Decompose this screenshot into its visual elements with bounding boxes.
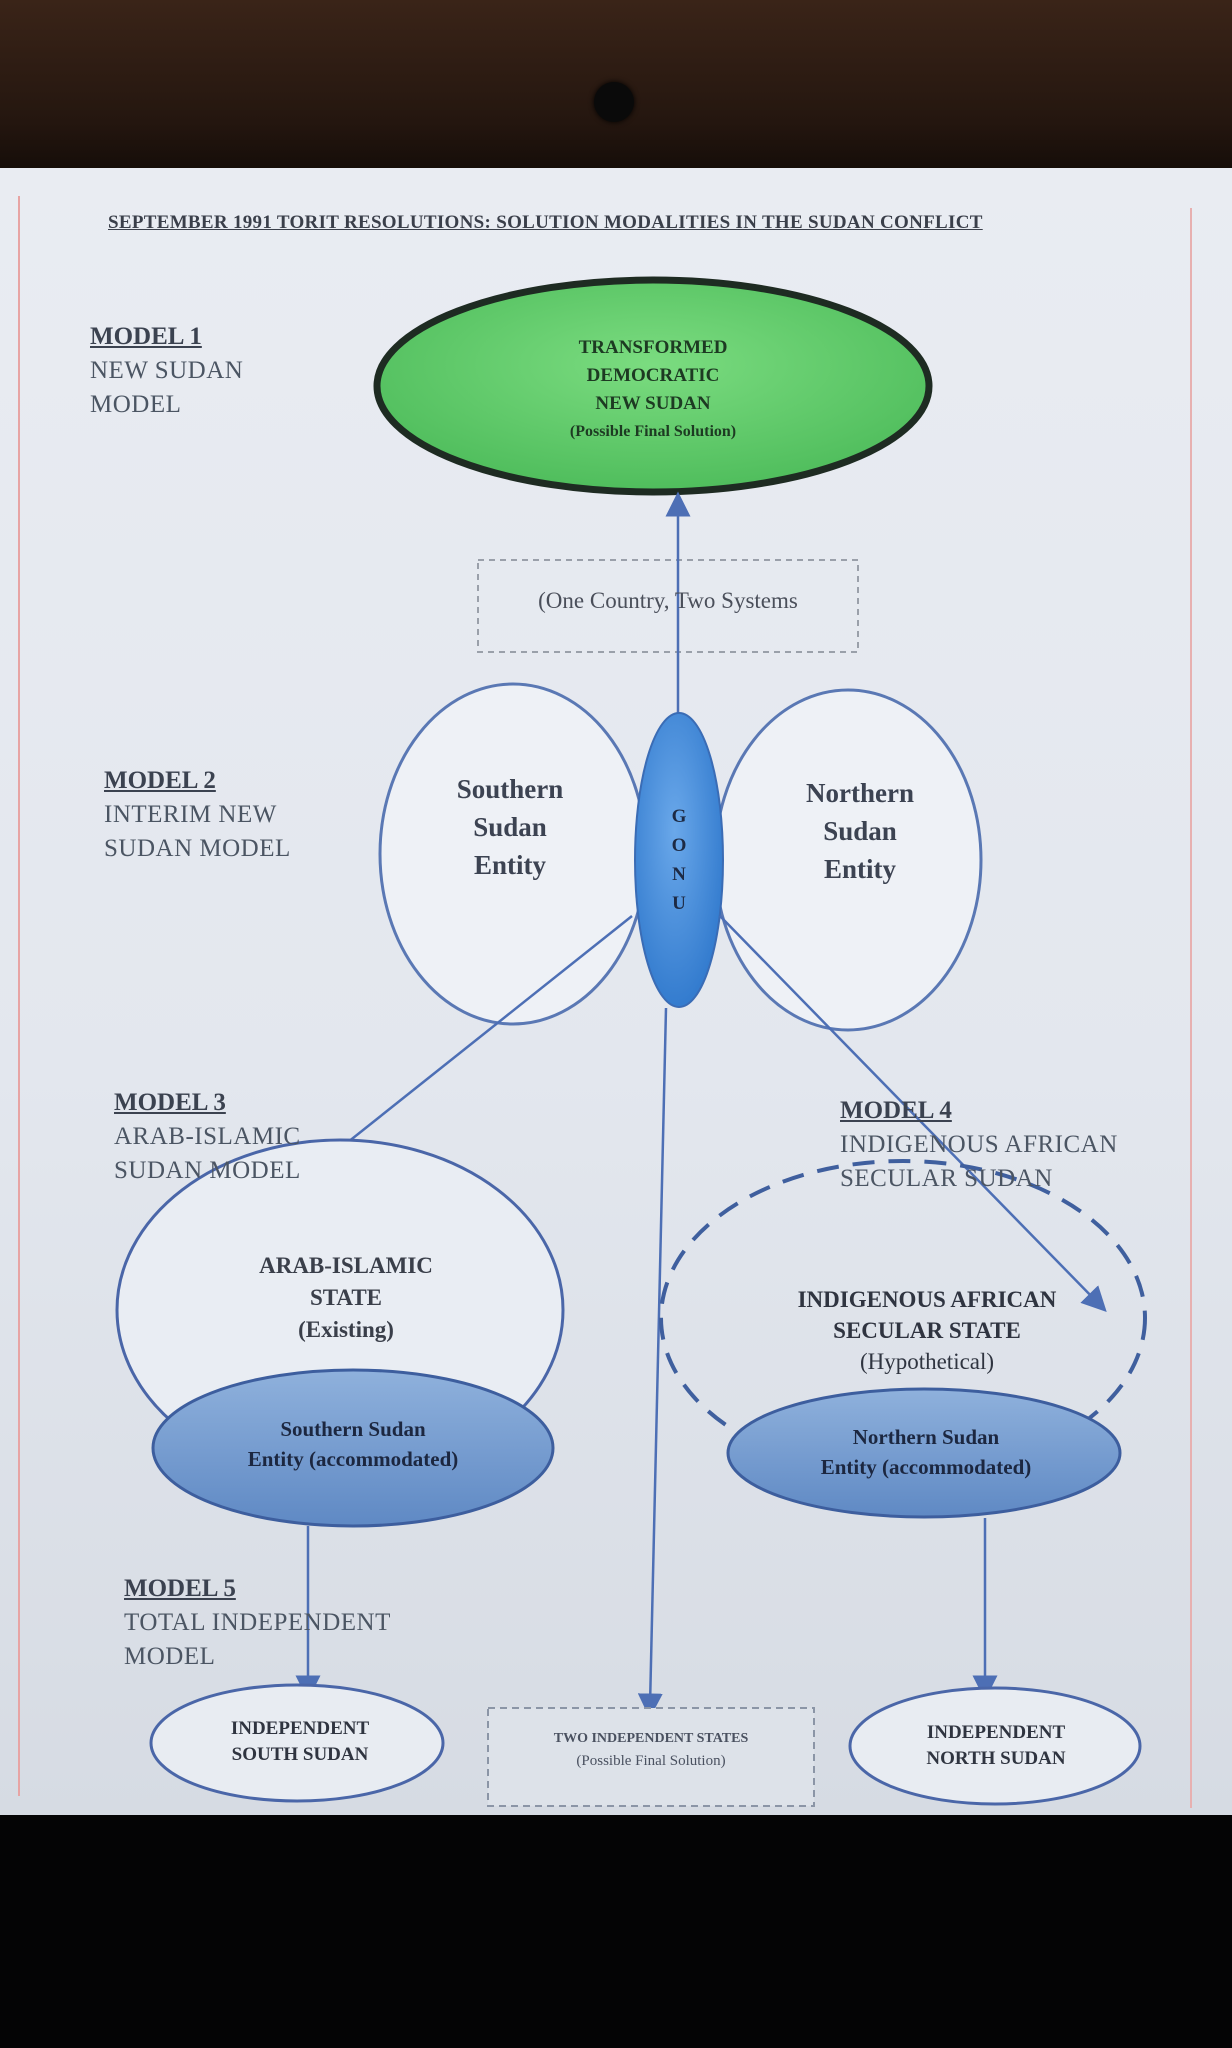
transformed-line-3: NEW SUDAN bbox=[595, 393, 711, 414]
two-states-line-2: (Possible Final Solution) bbox=[576, 1753, 726, 1769]
african-state-circle bbox=[659, 1159, 1147, 1477]
gonu-letter-1: G bbox=[671, 806, 687, 827]
arrow-gonu-to-african-state bbox=[719, 915, 1107, 1312]
model-2-label: MODEL 2 INTERIM NEW SUDAN MODEL bbox=[104, 764, 291, 866]
model-1-heading: MODEL 1 bbox=[90, 323, 202, 350]
transformed-line-2: DEMOCRATIC bbox=[586, 365, 720, 386]
southern-accommodated-line-1: Southern Sudan bbox=[280, 1417, 426, 1441]
southern-accommodated-shape bbox=[151, 1368, 555, 1528]
transformed-node-shape bbox=[373, 276, 933, 496]
gonu-node-shape bbox=[634, 712, 724, 1008]
northern-entity-text: Northern Sudan Entity bbox=[760, 774, 960, 888]
monitor-bezel-bottom bbox=[0, 1815, 1232, 2048]
model-5-heading: MODEL 5 bbox=[124, 1575, 236, 1602]
transformed-line-1: TRANSFORMED bbox=[578, 337, 728, 358]
diagram-canvas bbox=[115, 276, 1147, 1807]
model-2-line-2: SUDAN MODEL bbox=[104, 835, 291, 862]
indep-south-shape bbox=[149, 1683, 445, 1803]
southern-accommodated-line-2: Entity (accommodated) bbox=[247, 1447, 459, 1471]
african-state-line-2: SECULAR STATE bbox=[833, 1318, 1021, 1343]
model-4-label: MODEL 4 INDIGENOUS AFRICAN SECULAR SUDAN bbox=[840, 1094, 1118, 1196]
gonu-letter-3: N bbox=[672, 864, 686, 885]
indep-north-line-1: INDEPENDENT bbox=[926, 1722, 1066, 1743]
two-states-text: TWO INDEPENDENT STATES (Possible Final S… bbox=[490, 1728, 812, 1772]
model-3-line-1: ARAB-ISLAMIC bbox=[114, 1123, 301, 1150]
one-country-box bbox=[477, 559, 859, 653]
northern-accommodated-line-2: Entity (accommodated) bbox=[820, 1455, 1032, 1479]
model-3-line-2: SUDAN MODEL bbox=[114, 1157, 301, 1184]
model-5-line-1: TOTAL INDEPENDENT bbox=[124, 1609, 391, 1636]
indep-south-line-2: SOUTH SUDAN bbox=[231, 1744, 369, 1765]
arab-state-text: ARAB-ISLAMIC STATE (Existing) bbox=[196, 1250, 496, 1346]
model-1-label: MODEL 1 NEW SUDAN MODEL bbox=[90, 320, 243, 422]
arab-state-line-2: STATE bbox=[309, 1285, 382, 1310]
southern-entity-line-2: Sudan bbox=[473, 812, 547, 842]
indep-north-shape bbox=[848, 1686, 1142, 1806]
page-edge-left bbox=[18, 196, 20, 1796]
model-1-line-1: NEW SUDAN bbox=[90, 357, 244, 384]
arab-state-line-3: (Existing) bbox=[298, 1317, 394, 1342]
african-state-text: INDIGENOUS AFRICAN SECULAR STATE (Hypoth… bbox=[742, 1284, 1112, 1377]
northern-entity-line-1: Northern bbox=[806, 778, 914, 808]
model-5-label: MODEL 5 TOTAL INDEPENDENT MODEL bbox=[124, 1572, 391, 1674]
northern-accommodated-text: Northern Sudan Entity (accommodated) bbox=[766, 1422, 1086, 1482]
southern-entity-text: Southern Sudan Entity bbox=[410, 770, 610, 884]
model-2-heading: MODEL 2 bbox=[104, 767, 216, 794]
model-4-heading: MODEL 4 bbox=[840, 1097, 952, 1124]
model-4-line-2: SECULAR SUDAN bbox=[840, 1165, 1053, 1192]
one-country-text: (One Country, Two Systems bbox=[538, 588, 798, 613]
southern-entity-line-1: Southern bbox=[456, 774, 564, 804]
indep-south-text: INDEPENDENT SOUTH SUDAN bbox=[180, 1716, 420, 1768]
gonu-text: G O N U bbox=[664, 802, 694, 918]
monitor-bezel-top bbox=[0, 0, 1232, 175]
northern-entity-line-2: Sudan bbox=[823, 816, 897, 846]
southern-entity-line-3: Entity bbox=[473, 850, 546, 880]
gonu-letter-4: U bbox=[672, 893, 686, 914]
northern-accommodated-shape bbox=[726, 1387, 1122, 1519]
northern-accommodated-line-1: Northern Sudan bbox=[852, 1425, 1000, 1449]
diagram-title: SEPTEMBER 1991 TORIT RESOLUTIONS: SOLUTI… bbox=[108, 212, 983, 233]
indep-north-line-2: NORTH SUDAN bbox=[926, 1748, 1066, 1769]
northern-entity-line-3: Entity bbox=[823, 854, 896, 884]
arab-state-line-1: ARAB-ISLAMIC bbox=[259, 1253, 433, 1278]
transformed-line-4: (Possible Final Solution) bbox=[569, 423, 737, 440]
indep-south-line-1: INDEPENDENT bbox=[230, 1718, 370, 1739]
document-screen: SEPTEMBER 1991 TORIT RESOLUTIONS: SOLUTI… bbox=[0, 168, 1232, 1815]
model-3-label: MODEL 3 ARAB-ISLAMIC SUDAN MODEL bbox=[114, 1086, 301, 1188]
two-states-line-1: TWO INDEPENDENT STATES bbox=[553, 1731, 749, 1746]
african-state-line-1: INDIGENOUS AFRICAN bbox=[797, 1287, 1057, 1312]
gonu-letter-2: O bbox=[671, 835, 687, 856]
model-4-line-1: INDIGENOUS AFRICAN bbox=[840, 1131, 1118, 1158]
african-state-line-3: (Hypothetical) bbox=[859, 1349, 995, 1374]
indep-north-text: INDEPENDENT NORTH SUDAN bbox=[876, 1720, 1116, 1772]
webcam-icon bbox=[594, 82, 634, 122]
southern-accommodated-text: Southern Sudan Entity (accommodated) bbox=[190, 1414, 516, 1474]
transformed-node-text: TRANSFORMED DEMOCRATIC NEW SUDAN (Possib… bbox=[480, 334, 826, 446]
model-3-heading: MODEL 3 bbox=[114, 1089, 226, 1116]
model-5-line-2: MODEL bbox=[124, 1643, 216, 1670]
two-states-box bbox=[487, 1707, 815, 1807]
model-1-line-2: MODEL bbox=[90, 391, 182, 418]
model-2-line-1: INTERIM NEW bbox=[104, 801, 277, 828]
page-edge-right bbox=[1190, 208, 1192, 1808]
arrow-gonu-to-two-states bbox=[637, 1007, 668, 1719]
